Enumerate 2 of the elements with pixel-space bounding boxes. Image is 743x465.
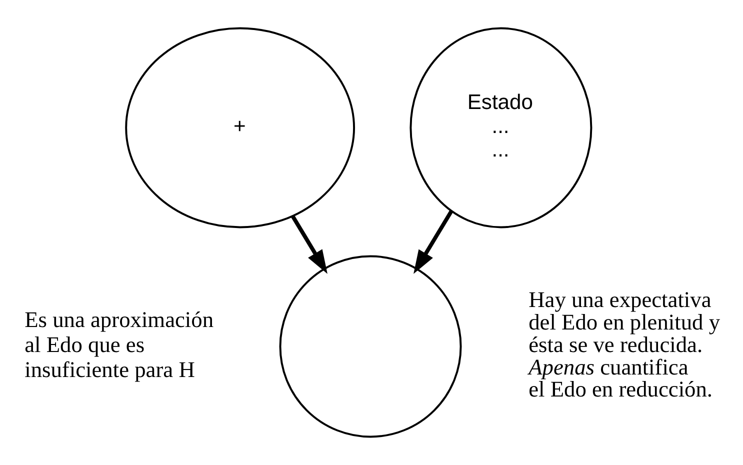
label: Es una aproximación al Edo que es insuficiente para H (24, 306, 214, 382)
label: Hay una expectativa del Edo en plenitud y ésta se ve reducida. Apenas cuantifica el Edo en reducción. (528, 287, 720, 402)
